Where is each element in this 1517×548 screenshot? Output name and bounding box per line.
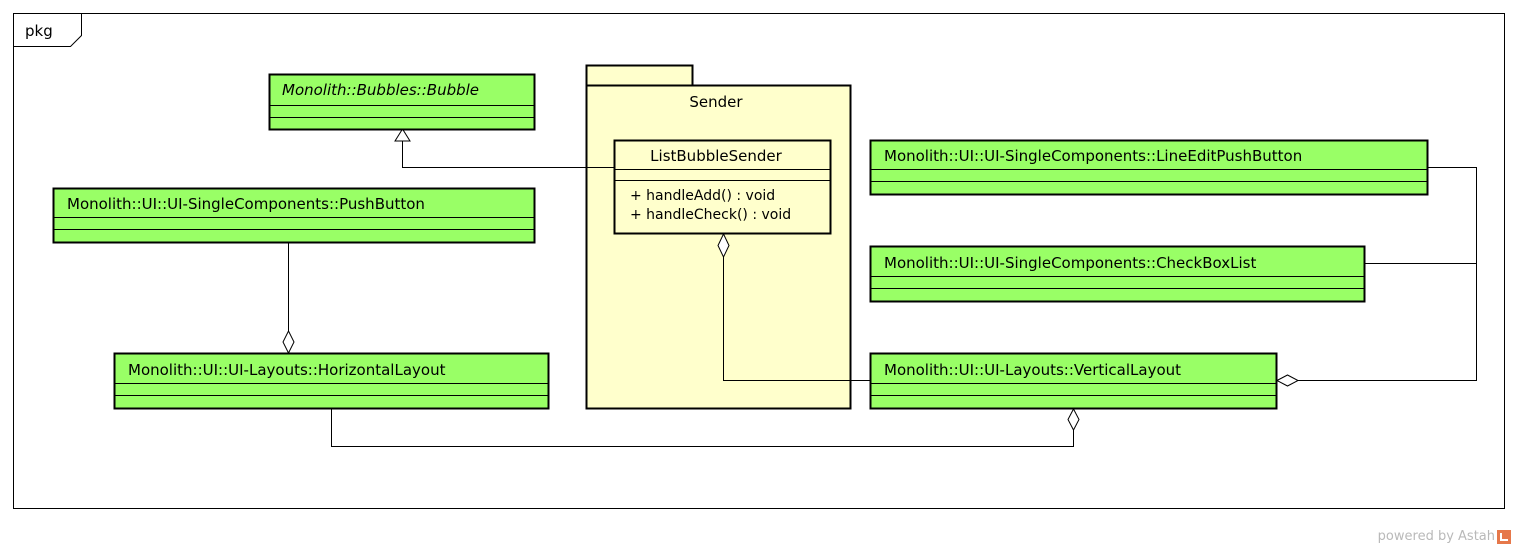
generalization-arrowhead (394, 128, 411, 142)
class-name: Monolith::UI::UI-SingleComponents::PushB… (67, 195, 425, 213)
powered-by-badge: powered by Astah (1378, 529, 1511, 544)
powered-by-text: powered by Astah (1377, 529, 1495, 544)
class-list-bubble-sender[interactable]: ListBubbleSender + handleAdd() : void + … (613, 139, 832, 235)
operation-handle-add: + handleAdd() : void (630, 188, 775, 204)
aggregation-line-horizontal (331, 409, 1074, 447)
class-push-button[interactable]: Monolith::UI::UI-SingleComponents::PushB… (52, 187, 536, 244)
class-name: Monolith::UI::UI-SingleComponents::Check… (884, 254, 1256, 272)
class-name: Monolith::Bubbles::Bubble (282, 81, 479, 99)
class-vertical-layout[interactable]: Monolith::UI::UI-Layouts::VerticalLayout (869, 352, 1278, 410)
class-name: Monolith::UI::UI-Layouts::VerticalLayout (884, 361, 1181, 379)
generalization-line (402, 141, 614, 168)
aggregation-diamond-sender (717, 232, 730, 259)
class-bubble[interactable]: Monolith::Bubbles::Bubble (268, 73, 536, 131)
package-name: Sender (689, 93, 743, 111)
frame-label: pkg (25, 22, 53, 40)
class-name: Monolith::UI::UI-SingleComponents::LineE… (884, 147, 1302, 165)
class-check-box-list[interactable]: Monolith::UI::UI-SingleComponents::Check… (869, 245, 1366, 303)
aggregation-diamond-vertical-right (1275, 374, 1300, 387)
diagram-frame: pkg (13, 13, 1505, 509)
astah-logo-icon (1497, 529, 1511, 544)
class-name: ListBubbleSender (650, 147, 782, 165)
class-line-edit-push-button[interactable]: Monolith::UI::UI-SingleComponents::LineE… (869, 139, 1429, 196)
class-name: Monolith::UI::UI-Layouts::HorizontalLayo… (128, 361, 446, 379)
aggregation-line-vertical-sender (723, 257, 871, 381)
aggregation-diamond-vertical-bottom (1067, 407, 1080, 432)
aggregation-line-lineedit (1298, 167, 1477, 381)
package-sender[interactable]: Sender (585, 64, 852, 410)
operation-handle-check: + handleCheck() : void (630, 207, 791, 223)
connectors (282, 128, 1477, 447)
class-horizontal-layout[interactable]: Monolith::UI::UI-Layouts::HorizontalLayo… (113, 352, 550, 410)
aggregation-diamond-horizontal (282, 329, 295, 355)
